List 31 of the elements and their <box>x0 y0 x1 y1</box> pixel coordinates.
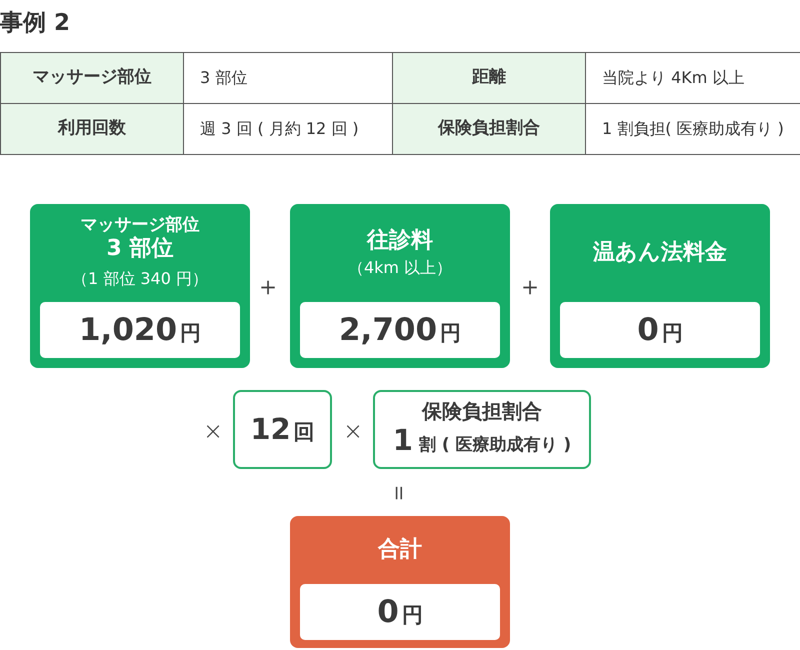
amount-panel <box>40 302 240 358</box>
cost-card <box>290 204 510 368</box>
card-subheading: 3 部位 <box>106 236 174 262</box>
table-header-cell: マッサージ部位 <box>1 53 184 104</box>
plus-sign: ＋ <box>517 274 543 300</box>
count-box <box>233 390 332 469</box>
ratio-box <box>373 390 591 469</box>
table-header-cell: 距離 <box>393 53 586 104</box>
card-heading: 合計 <box>378 536 422 564</box>
table-header-cell: 保険負担割合 <box>393 104 586 155</box>
equals-sign: ＝ <box>388 481 412 505</box>
ratio-value: 1 割 ( 医療助成有り ) <box>392 424 572 459</box>
amount-panel <box>300 302 500 358</box>
cost-card <box>30 204 250 368</box>
plus-sign: ＋ <box>255 274 281 300</box>
card-heading: 温あん法料金 <box>593 239 727 267</box>
card-subheading: （1 部位 340 円） <box>72 268 208 290</box>
card-heading: 往診料 <box>367 227 433 255</box>
ratio-heading: 保険負担割合 <box>422 398 542 424</box>
total-card <box>290 516 510 648</box>
multiply-sign: × <box>342 419 364 443</box>
multiply-sign: × <box>202 419 224 443</box>
cost-card <box>550 204 770 368</box>
amount-panel <box>560 302 760 358</box>
card-heading: マッサージ部位 <box>80 214 200 236</box>
table-header-cell: 利用回数 <box>1 104 184 155</box>
table-value-cell: 週 3 回 ( 月約 12 回 ) <box>184 104 393 155</box>
table-value-cell: 3 部位 <box>184 53 393 104</box>
amount-panel <box>300 584 500 640</box>
title: 事例 2 <box>0 9 70 38</box>
card-subheading: （4km 以上） <box>348 257 452 279</box>
